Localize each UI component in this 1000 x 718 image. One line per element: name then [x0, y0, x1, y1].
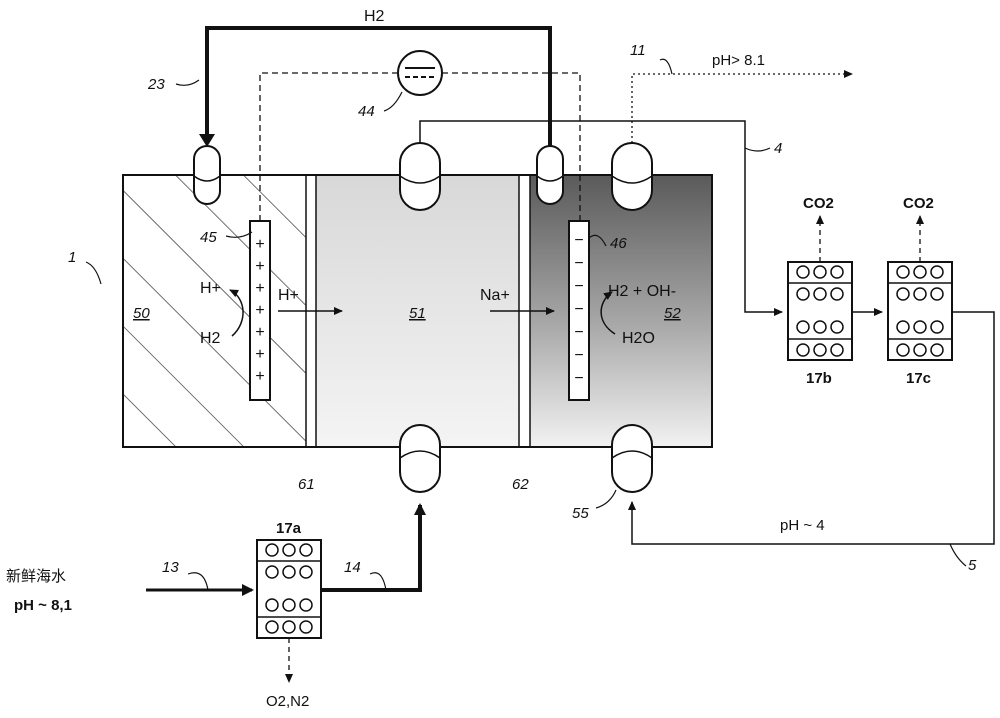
ref-51: 51 — [409, 305, 426, 322]
label-h2-top: H2 — [364, 8, 385, 25]
minus-sign: − — [574, 255, 583, 272]
port-52-top — [612, 143, 652, 210]
h2-recycle-line — [207, 28, 550, 146]
port-55 — [612, 425, 652, 492]
ref-4: 4 — [774, 140, 782, 157]
co2-vents — [820, 216, 920, 262]
ref-17c: 17c — [906, 370, 931, 387]
minus-sign: − — [574, 232, 583, 249]
plus-sign: + — [255, 346, 264, 363]
label-fresh-seawater: 新鲜海水 — [6, 568, 66, 585]
plus-sign: + — [255, 258, 264, 275]
ref-44: 44 — [358, 103, 375, 120]
ref-11: 11 — [630, 42, 646, 59]
label-h2-ohminus: H2 + OH- — [608, 283, 676, 300]
label-ph-out: pH> 8.1 — [712, 52, 765, 69]
port-h2-outlet — [537, 146, 563, 204]
ref-61: 61 — [298, 476, 315, 493]
plus-sign: + — [255, 368, 264, 385]
label-h2o: H2O — [622, 330, 655, 347]
anode-signs: + + + + + + + — [255, 236, 264, 385]
dc-source-circle — [398, 51, 442, 95]
ref-13: 13 — [162, 559, 179, 576]
label-o2n2: O2,N2 — [266, 693, 309, 710]
ref-46: 46 — [610, 235, 627, 252]
cathode-signs: − − − − − − − — [574, 232, 583, 387]
column-17a — [257, 540, 321, 638]
ref-62: 62 — [512, 476, 529, 493]
port-h2-inlet — [194, 146, 220, 204]
plus-sign: + — [255, 324, 264, 341]
ref-45: 45 — [200, 229, 217, 246]
label-hplus-flow: H+ — [278, 287, 299, 304]
minus-sign: − — [574, 347, 583, 364]
label-co2-b: CO2 — [803, 195, 834, 212]
ref-52: 52 — [664, 305, 681, 322]
minus-sign: − — [574, 370, 583, 387]
label-co2-c: CO2 — [903, 195, 934, 212]
ref-1: 1 — [68, 249, 76, 266]
ref-14: 14 — [344, 559, 361, 576]
ref-17a: 17a — [276, 520, 302, 537]
minus-sign: − — [574, 278, 583, 295]
hydrogen-loop — [199, 28, 550, 147]
feed-line-14 — [322, 505, 420, 590]
column-17b — [788, 262, 852, 360]
label-ph-mid: pH ~ 4 — [780, 517, 825, 534]
plus-sign: + — [255, 302, 264, 319]
plus-sign: + — [255, 236, 264, 253]
ref-17b: 17b — [806, 370, 832, 387]
minus-sign: − — [574, 301, 583, 318]
label-hplus-anode: H+ — [200, 280, 221, 297]
h2-recycle-arrowhead — [199, 134, 215, 147]
outlet-line-11 — [632, 74, 852, 143]
port-51-top — [400, 143, 440, 210]
cathode-46: − − − − − − − — [569, 221, 589, 400]
column-17c — [888, 262, 952, 360]
label-naplus: Na+ — [480, 287, 510, 304]
plus-sign: + — [255, 280, 264, 297]
label-ph-in: pH ~ 8,1 — [14, 597, 72, 614]
ref-55: 55 — [572, 505, 589, 522]
ref-5: 5 — [968, 557, 977, 574]
chamber-52 — [530, 175, 712, 447]
minus-sign: − — [574, 324, 583, 341]
label-h2-anode: H2 — [200, 330, 221, 347]
anode-45: + + + + + + + — [250, 221, 270, 400]
ref-50: 50 — [133, 305, 150, 322]
ref-23: 23 — [147, 76, 165, 93]
port-51-bottom — [400, 425, 440, 492]
